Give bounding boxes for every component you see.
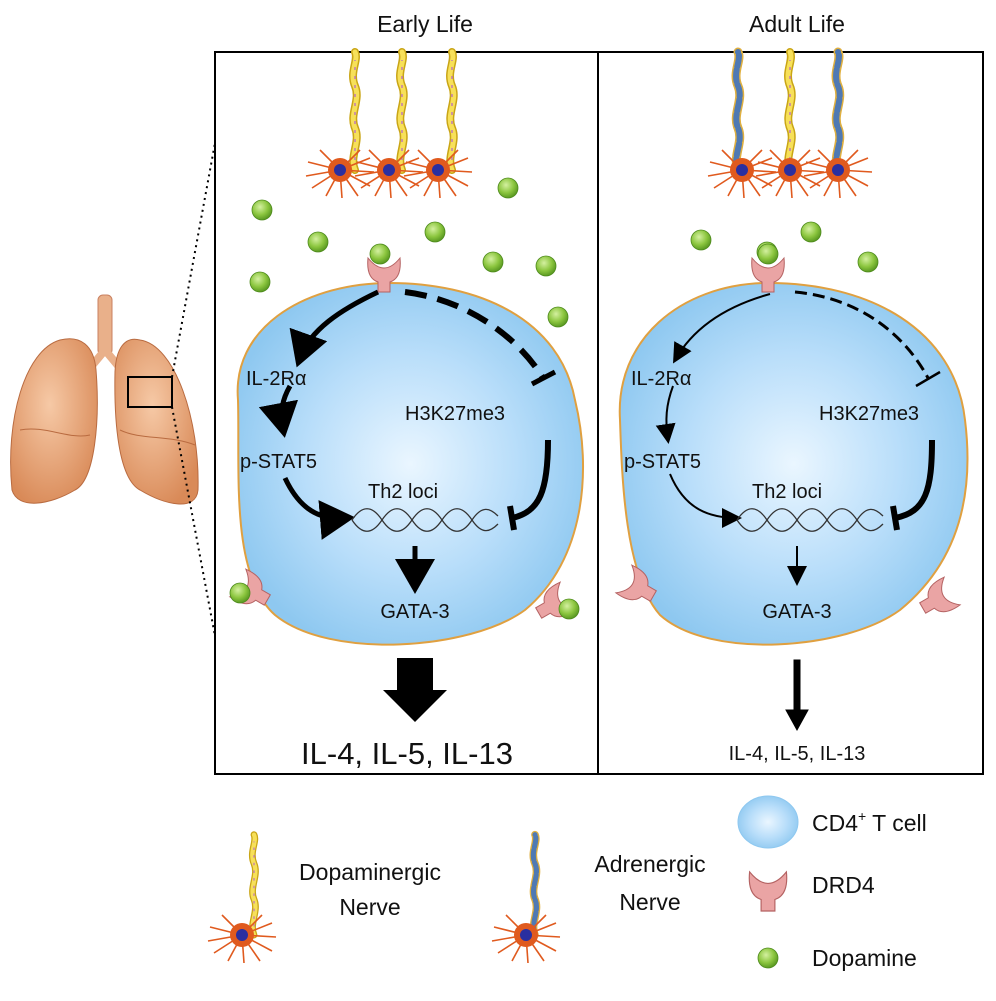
early-dna-helix	[351, 508, 499, 532]
legend-adrenergic-label-1: Adrenergic	[594, 851, 705, 877]
adult-il2r-label: IL-2Rα	[631, 368, 691, 390]
zoom-line-top	[171, 142, 216, 378]
legend-cd4-cell-icon	[737, 795, 799, 849]
early-arrows	[258, 289, 557, 594]
legend-dopaminergic-label-1: Dopaminergic	[299, 859, 441, 885]
panel-title-adult: Adult Life	[749, 11, 845, 37]
legend-dopaminergic-label-2: Nerve	[339, 894, 400, 920]
adult-nerves	[707, 52, 873, 199]
early-output-arrow	[383, 658, 447, 722]
early-gata-label: GATA-3	[380, 601, 449, 623]
lung-illustration	[10, 294, 199, 505]
adult-gata-label: GATA-3	[762, 601, 831, 623]
early-h3k-label: H3K27me3	[405, 403, 505, 425]
early-loci-label: Th2 loci	[368, 481, 438, 503]
early-stat5-label: p-STAT5	[240, 451, 317, 473]
adult-cd4-cell	[618, 281, 969, 646]
legend-adrenergic-label-2: Nerve	[619, 889, 680, 915]
adult-loci-label: Th2 loci	[752, 481, 822, 503]
legend-dopaminergic-nerve-icon	[207, 835, 277, 964]
adult-dna-helix	[736, 508, 884, 532]
legend-adrenergic-nerve-icon	[491, 835, 561, 964]
early-il2r-label: IL-2Rα	[246, 368, 306, 390]
early-nerves	[305, 52, 473, 199]
adult-stat5-label: p-STAT5	[624, 451, 701, 473]
early-output-label: IL-4, IL-5, IL-13	[301, 736, 513, 771]
legend-dopamine-label: Dopamine	[812, 945, 917, 971]
panel-title-early: Early Life	[377, 11, 473, 37]
legend-drd4-icon	[748, 871, 788, 912]
adult-output-label: IL-4, IL-5, IL-13	[729, 743, 866, 765]
lung-zoom-box	[127, 376, 173, 408]
adult-arrows	[655, 290, 941, 586]
legend-drd4-label: DRD4	[812, 872, 875, 898]
legend-dopamine-icon	[757, 947, 779, 969]
adult-output-arrow	[785, 659, 809, 732]
adult-h3k-label: H3K27me3	[819, 403, 919, 425]
legend-cd4-label: CD4+ T cell	[812, 808, 927, 836]
